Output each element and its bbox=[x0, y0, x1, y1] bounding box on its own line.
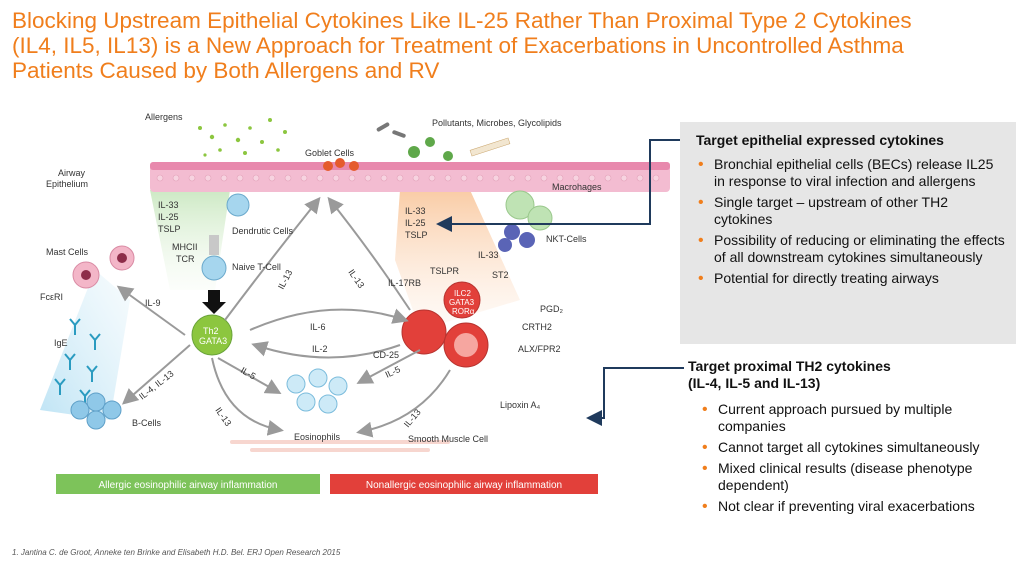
label-cd25: CD-25 bbox=[373, 350, 399, 360]
label-il9: IL-9 bbox=[145, 298, 161, 308]
label-left-il25: IL-25 bbox=[158, 212, 179, 222]
box1-bullet-2: Single target – upstream of other TH2 cy… bbox=[696, 194, 1006, 228]
label-pgd2: PGD₂ bbox=[540, 304, 564, 314]
down-arrow bbox=[202, 290, 226, 314]
label-crth2: CRTH2 bbox=[522, 322, 552, 332]
label-il2: IL-2 bbox=[312, 344, 328, 354]
label-ilc2: ILC2 bbox=[454, 289, 471, 298]
box1-bullet-3: Possibility of reducing or eliminating t… bbox=[696, 232, 1006, 266]
label-airway: Airway bbox=[58, 168, 86, 178]
box2-heading-line2: (IL-4, IL-5 and IL-13) bbox=[688, 375, 821, 391]
label-fceri: FcεRI bbox=[40, 292, 63, 302]
label-st2: ST2 bbox=[492, 270, 509, 280]
box2-bullets: Current approach pursued by multiple com… bbox=[700, 401, 1010, 519]
label-lipoxin: Lipoxin A₄ bbox=[500, 400, 541, 410]
ilc2-main bbox=[443, 281, 481, 319]
box1-bullet-1: Bronchial epithelial cells (BECs) releas… bbox=[696, 156, 1006, 190]
label-tslpr: TSLPR bbox=[430, 266, 460, 276]
label-left-tslp: TSLP bbox=[158, 224, 181, 234]
label-il6: IL-6 bbox=[310, 322, 326, 332]
label-th2: Th2 bbox=[203, 326, 219, 336]
label-ige: IgE bbox=[54, 338, 68, 348]
nkt-cells bbox=[498, 224, 535, 252]
b-cells bbox=[70, 392, 122, 430]
label-pollutants: Pollutants, Microbes, Glycolipids bbox=[432, 118, 562, 128]
label-nkt: NKT-Cells bbox=[546, 234, 587, 244]
label-bcells: B-Cells bbox=[132, 418, 162, 428]
mast-cells bbox=[72, 245, 135, 289]
right-glow bbox=[395, 190, 520, 330]
page-title: Blocking Upstream Epithelial Cytokines L… bbox=[12, 8, 912, 83]
th2-cell bbox=[191, 314, 233, 356]
label-green-bar: Allergic eosinophilic airway inflammatio… bbox=[99, 480, 278, 491]
label-dendritic: Dendrutic Cells bbox=[232, 226, 294, 236]
box2-bullet-2: Cannot target all cytokines simultaneous… bbox=[700, 439, 1010, 456]
naive-t-cell bbox=[201, 255, 227, 281]
box1-bullets: Bronchial epithelial cells (BECs) releas… bbox=[696, 156, 1006, 291]
label-alx: ALX/FPR2 bbox=[518, 344, 561, 354]
label-right-il33: IL-33 bbox=[405, 206, 426, 216]
label-il17rb: IL-17RB bbox=[388, 278, 421, 288]
eosinophils bbox=[286, 368, 348, 414]
label-tcr: TCR bbox=[176, 254, 195, 264]
label-eosinophils: Eosinophils bbox=[294, 432, 341, 442]
label-smooth: Smooth Muscle Cell bbox=[408, 434, 488, 444]
nonallergic-bar bbox=[330, 474, 598, 494]
box1-bullet-4: Potential for directly treating airways bbox=[696, 270, 1006, 287]
box1-heading: Target epithelial expressed cytokines bbox=[696, 132, 944, 148]
box2-bullet-3: Mixed clinical results (disease phenotyp… bbox=[700, 460, 1010, 494]
label-ilc2-gata3: GATA3 bbox=[449, 298, 475, 307]
allergic-bar bbox=[56, 474, 320, 494]
box2-heading-line1: Target proximal TH2 cytokines bbox=[688, 358, 891, 374]
label-naive: Naive T-Cell bbox=[232, 262, 281, 272]
allergen-particles bbox=[198, 118, 287, 157]
box2-bullet-1: Current approach pursued by multiple com… bbox=[700, 401, 1010, 435]
mhcii-receptor bbox=[209, 235, 219, 255]
label-left-il33: IL-33 bbox=[158, 200, 179, 210]
label-ilc2-ror: RORα bbox=[452, 307, 475, 316]
label-macrophages: Macrohages bbox=[552, 182, 602, 192]
label-right-tslp: TSLP bbox=[405, 230, 428, 240]
label-goblet: Goblet Cells bbox=[305, 148, 355, 158]
ige-antibodies bbox=[54, 318, 101, 406]
goblet-cells bbox=[323, 158, 359, 171]
label-gata3: GATA3 bbox=[199, 336, 227, 346]
label-il33: IL-33 bbox=[478, 250, 499, 260]
airway-epithelium bbox=[150, 162, 670, 192]
label-epithelium: Epithelium bbox=[46, 179, 88, 189]
box2-heading: Target proximal TH2 cytokines (IL-4, IL-… bbox=[688, 358, 891, 392]
label-allergens: Allergens bbox=[145, 112, 183, 122]
asthma-pathway-diagram: Allergens Pollutants, Microbes, Glycolip… bbox=[40, 112, 670, 494]
ilc2-cell bbox=[401, 309, 447, 355]
pollutant-microbes bbox=[376, 122, 511, 161]
smooth-muscle bbox=[230, 440, 450, 452]
label-right-il25: IL-25 bbox=[405, 218, 426, 228]
footnote: 1. Jantina C. de Groot, Anneke ten Brink… bbox=[12, 548, 341, 557]
dendritic-cell bbox=[226, 193, 250, 217]
box2-bullet-4: Not clear if preventing viral exacerbati… bbox=[700, 498, 1010, 515]
label-red-bar: Nonallergic eosinophilic airway inflamma… bbox=[366, 480, 562, 491]
label-mast: Mast Cells bbox=[46, 247, 89, 257]
label-mhcii: MHCII bbox=[172, 242, 198, 252]
